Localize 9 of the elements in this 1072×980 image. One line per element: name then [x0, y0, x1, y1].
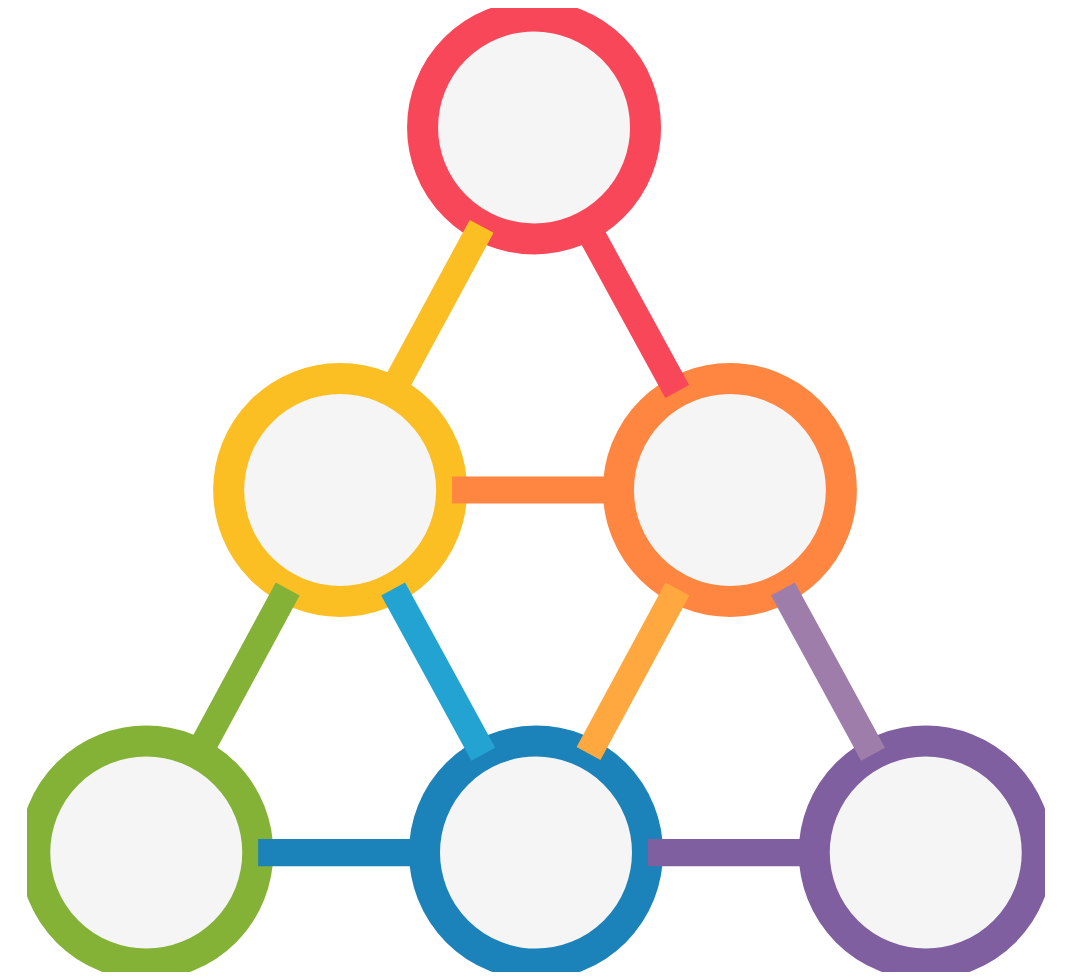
- connector: [381, 582, 496, 761]
- node-circle: [798, 725, 1045, 972]
- connector: [771, 582, 885, 761]
- node-circle: [602, 363, 857, 617]
- node-circle: [409, 725, 663, 972]
- node-circle: [213, 363, 468, 617]
- node-circle: [407, 8, 662, 255]
- connector: [576, 582, 690, 760]
- node-circle: [27, 725, 274, 972]
